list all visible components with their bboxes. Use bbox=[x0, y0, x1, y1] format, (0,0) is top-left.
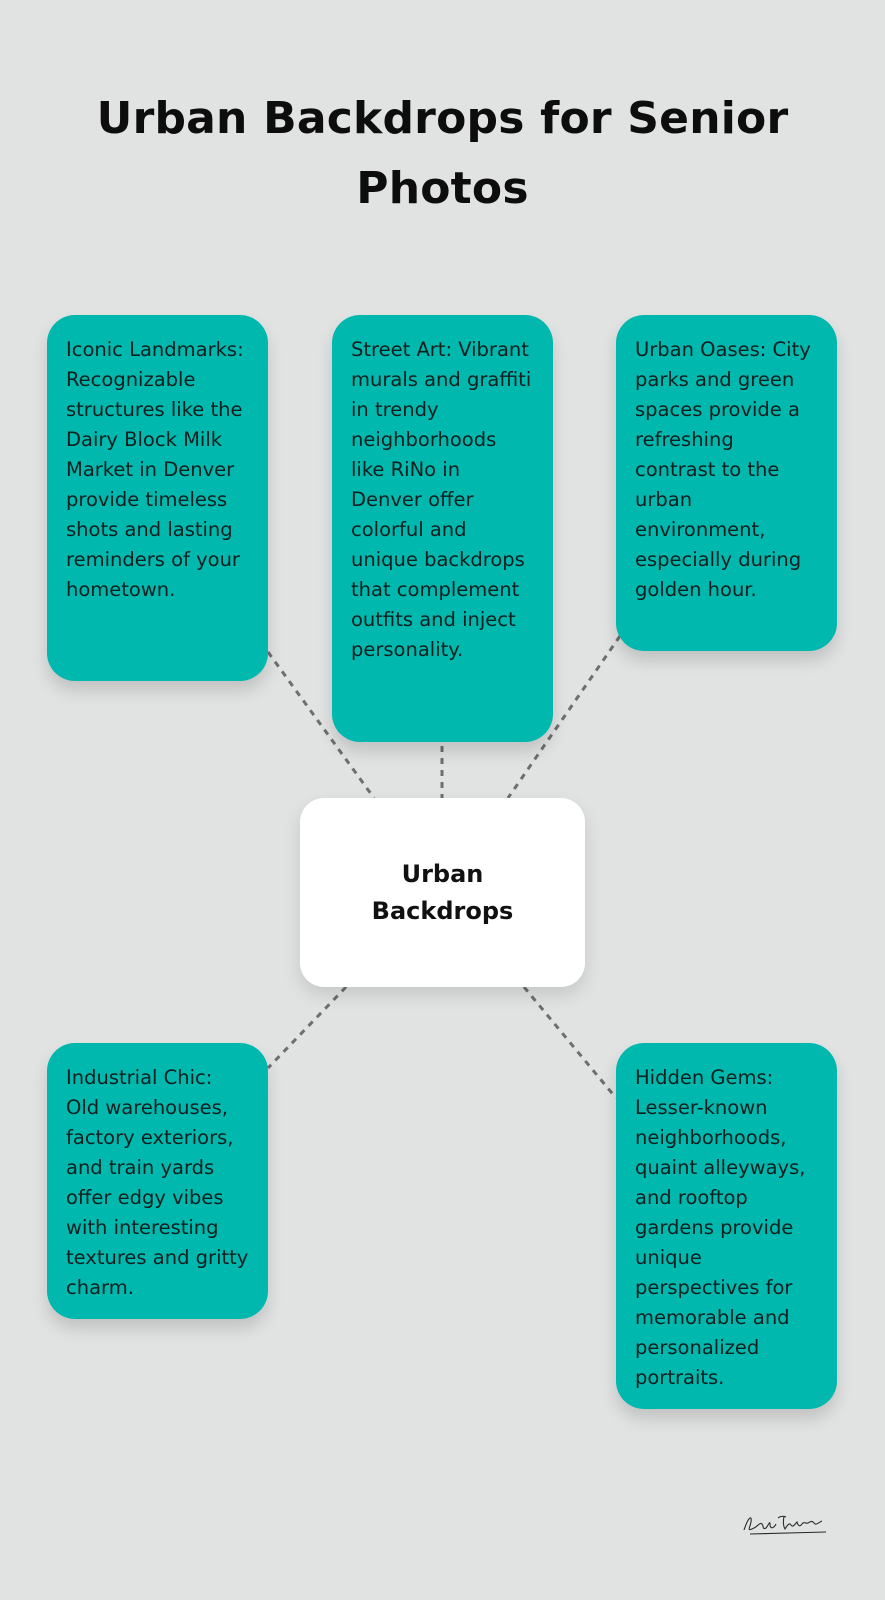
card-text: Industrial Chic: Old warehouses, factory… bbox=[66, 1066, 249, 1299]
card-industrial-chic: Industrial Chic: Old warehouses, factory… bbox=[47, 1043, 268, 1319]
card-text: Iconic Landmarks: Recognizable structure… bbox=[66, 338, 244, 601]
card-street-art: Street Art: Vibrant murals and graffiti … bbox=[332, 315, 553, 742]
card-hidden-gems: Hidden Gems: Lesser-known neighborhoods,… bbox=[616, 1043, 837, 1409]
connector-hidden-gems bbox=[522, 986, 618, 1099]
card-urban-oases: Urban Oases: City parks and green spaces… bbox=[616, 315, 837, 651]
center-node: Urban Backdrops bbox=[300, 798, 585, 987]
connector-industrial-chic bbox=[266, 985, 348, 1070]
center-node-label: Urban Backdrops bbox=[371, 859, 514, 925]
card-text: Hidden Gems: Lesser-known neighborhoods,… bbox=[635, 1066, 806, 1389]
card-iconic-landmarks: Iconic Landmarks: Recognizable structure… bbox=[47, 315, 268, 681]
page-title: Urban Backdrops for Senior Photos bbox=[96, 93, 789, 214]
card-text: Urban Oases: City parks and green spaces… bbox=[635, 338, 811, 601]
signature-logo-icon bbox=[740, 1508, 832, 1538]
card-text: Street Art: Vibrant murals and graffiti … bbox=[351, 338, 532, 661]
connector-urban-oases bbox=[506, 635, 622, 799]
